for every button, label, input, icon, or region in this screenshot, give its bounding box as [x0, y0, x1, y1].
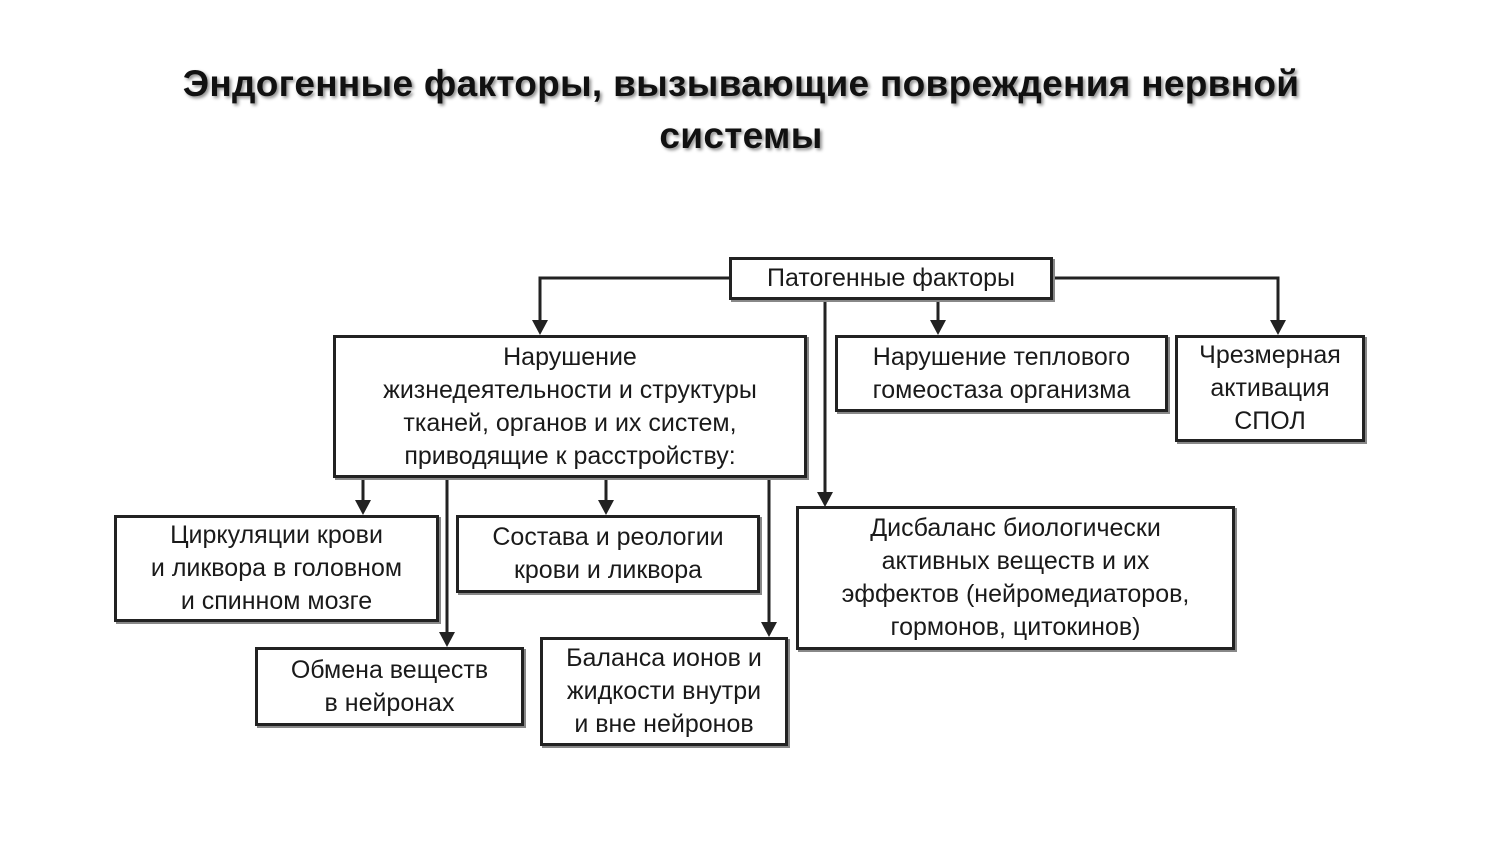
arrow-root-to-disorder — [538, 276, 730, 322]
box-circulation: Циркуляции крови и ликвора в головном и … — [114, 515, 439, 622]
arrowhead — [817, 492, 833, 507]
arrowhead — [930, 320, 946, 335]
box-thermal-homeostasis: Нарушение теплового гомеостаза организма — [835, 335, 1168, 412]
slide-title: Эндогенные факторы, вызывающие поврежден… — [182, 63, 1300, 156]
box-disorder-of-tissues: Нарушение жизнедеятельности и структуры … — [333, 335, 807, 478]
box-ion-balance: Баланса ионов и жидкости внутри и вне не… — [540, 637, 788, 746]
arrowhead — [598, 500, 614, 515]
arrow-root-to-spol — [1052, 276, 1280, 322]
arrowhead — [761, 622, 777, 637]
arrowhead — [439, 632, 455, 647]
arrowhead — [355, 500, 371, 515]
arrowhead — [1270, 320, 1286, 335]
root-box-pathogenic-factors: Патогенные факторы — [729, 257, 1053, 300]
box-spol-activation: Чрезмерная активация СПОЛ — [1175, 335, 1365, 442]
box-metabolism-neurons: Обмена веществ в нейронах — [255, 647, 524, 726]
box-composition-rheology: Состава и реологии крови и ликвора — [456, 515, 760, 593]
box-bioactive-imbalance: Дисбаланс биологически активных веществ … — [796, 506, 1235, 650]
arrowhead — [532, 320, 548, 335]
